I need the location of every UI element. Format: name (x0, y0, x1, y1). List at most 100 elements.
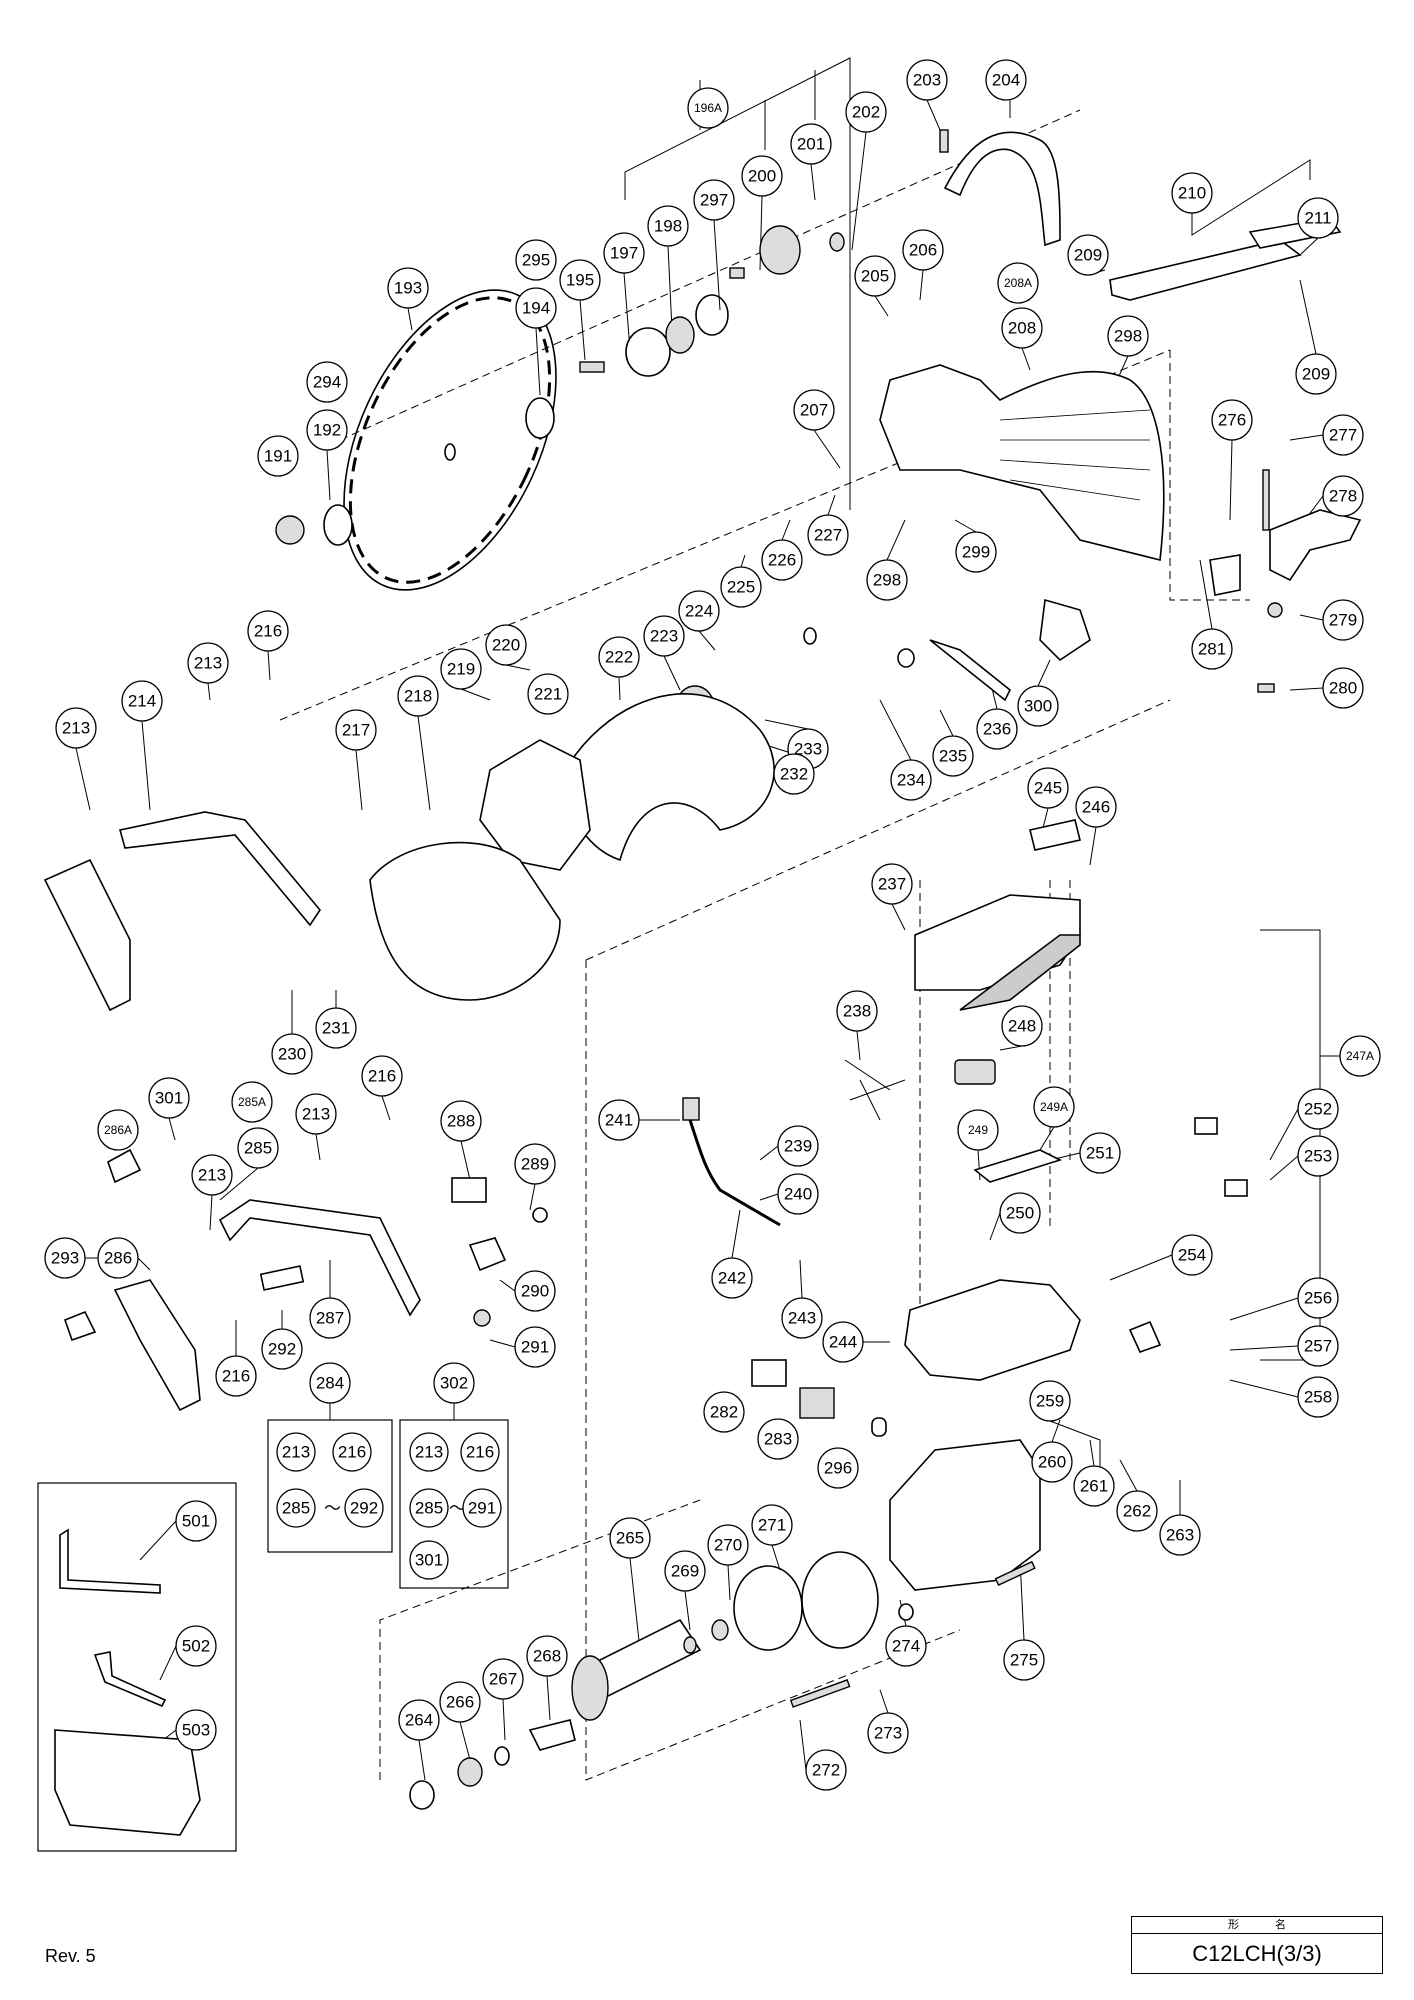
part-callout-200: 200 (741, 155, 783, 197)
callout-circle (1001, 1005, 1043, 1047)
callout-circle (777, 1173, 819, 1215)
part-callout-289: 289 (514, 1143, 556, 1185)
callout-number: 261 (1080, 1477, 1108, 1496)
callout-circle (1339, 1035, 1381, 1077)
callout-number: 209 (1302, 365, 1330, 384)
callout-number: 286A (104, 1123, 132, 1137)
part-callout-281: 281 (1191, 628, 1233, 670)
bearing-holder-icon (625, 327, 671, 377)
kit-284-part-a: 213 (282, 1443, 310, 1462)
callout-circle (527, 673, 569, 715)
callout-circle (514, 1270, 556, 1312)
callout-number: 286 (104, 1249, 132, 1268)
callout-circle (439, 1681, 481, 1723)
bearing-icon (711, 1619, 729, 1641)
part-callout-208: 208 (1001, 307, 1043, 349)
part-callout-248: 248 (1001, 1005, 1043, 1047)
part-callout-221: 221 (527, 673, 569, 715)
part-callout-287: 287 (309, 1297, 351, 1339)
callout-number: 266 (446, 1693, 474, 1712)
callout-circle (1027, 767, 1069, 809)
callout-circle (609, 1517, 651, 1559)
part-callout-197: 197 (603, 232, 645, 274)
callout-number: 273 (874, 1724, 902, 1743)
callout-number: 280 (1329, 679, 1357, 698)
part-callout-299: 299 (955, 531, 997, 573)
part-callout-278: 278 (1322, 475, 1364, 517)
part-callout-238: 238 (836, 990, 878, 1032)
part-callout-283: 283 (757, 1418, 799, 1460)
callout-circle (807, 514, 849, 556)
callout-circle (957, 1109, 999, 1151)
callout-number: 213 (198, 1166, 226, 1185)
callout-number: 213 (302, 1105, 330, 1124)
part-callout-260: 260 (1031, 1441, 1073, 1483)
part-callout-251: 251 (1079, 1132, 1121, 1174)
callout-circle (306, 361, 348, 403)
callout-circle (1322, 475, 1364, 517)
callout-number: 503 (182, 1721, 210, 1740)
model-header: 形 名 (1132, 1917, 1382, 1934)
callout-circle (121, 680, 163, 722)
callout-number: 297 (700, 191, 728, 210)
part-callout-271: 271 (751, 1504, 793, 1546)
part-callout-247A: 247A (1339, 1035, 1381, 1077)
part-callout-268: 268 (526, 1635, 568, 1677)
callout-number: 213 (194, 654, 222, 673)
part-callout-205: 205 (854, 255, 896, 297)
callout-circle (1075, 786, 1117, 828)
callout-number: 285 (244, 1139, 272, 1158)
callout-circle (707, 1524, 749, 1566)
callout-number: 287 (316, 1309, 344, 1328)
callout-circle (526, 1635, 568, 1677)
callout-number: 292 (268, 1340, 296, 1359)
callout-number: 205 (861, 267, 889, 286)
arm-bracket-icon (113, 1279, 201, 1412)
callout-circle (482, 1658, 524, 1700)
part-callout-292: 292 (261, 1328, 303, 1370)
part-callout-204: 204 (985, 59, 1027, 101)
callout-number: 296 (824, 1459, 852, 1478)
callout-number: 302 (440, 1374, 468, 1393)
callout-number: 300 (1024, 697, 1052, 716)
part-callout-202: 202 (845, 91, 887, 133)
part-callout-193: 193 (387, 267, 429, 309)
holder-icon (1039, 598, 1091, 662)
callout-circle (257, 435, 299, 477)
callout-circle (309, 1362, 351, 1404)
callout-number: 301 (155, 1089, 183, 1108)
callout-number: 211 (1304, 209, 1331, 228)
part-callout-203: 203 (906, 59, 948, 101)
callout-number: 202 (852, 103, 880, 122)
callout-number: 282 (710, 1403, 738, 1422)
part-callout-222: 222 (598, 636, 640, 678)
callout-circle (603, 232, 645, 274)
callout-circle (703, 1391, 745, 1433)
callout-number: 264 (405, 1711, 433, 1730)
callout-circle (751, 1504, 793, 1546)
callout-number: 293 (51, 1249, 79, 1268)
model-name: C12LCH(3/3) (1192, 1941, 1322, 1966)
kit-box-302 (399, 1419, 509, 1589)
part-callout-272: 272 (805, 1749, 847, 1791)
collar-icon (532, 1207, 548, 1223)
callout-number: 239 (784, 1137, 812, 1156)
callout-number: 259 (1036, 1392, 1064, 1411)
callout-number: 204 (992, 71, 1020, 90)
plate-icon (451, 1177, 487, 1203)
part-callout-264: 264 (398, 1699, 440, 1741)
accessory-box (37, 1482, 237, 1852)
callout-number: 196A (694, 101, 722, 115)
callout-number: 246 (1082, 798, 1110, 817)
part-callout-502: 502 (175, 1625, 217, 1667)
part-callout-249A: 249A (1033, 1086, 1075, 1128)
model-header-left: 形 (1228, 1919, 1239, 1931)
callout-number: 275 (1010, 1651, 1038, 1670)
parts (43, 129, 1362, 1836)
callout-circle (148, 1077, 190, 1119)
callout-circle (1295, 353, 1337, 395)
callout-circle (693, 179, 735, 221)
callout-circle (1031, 1441, 1073, 1483)
callout-number: 235 (939, 747, 967, 766)
nut-icon (1267, 602, 1283, 618)
